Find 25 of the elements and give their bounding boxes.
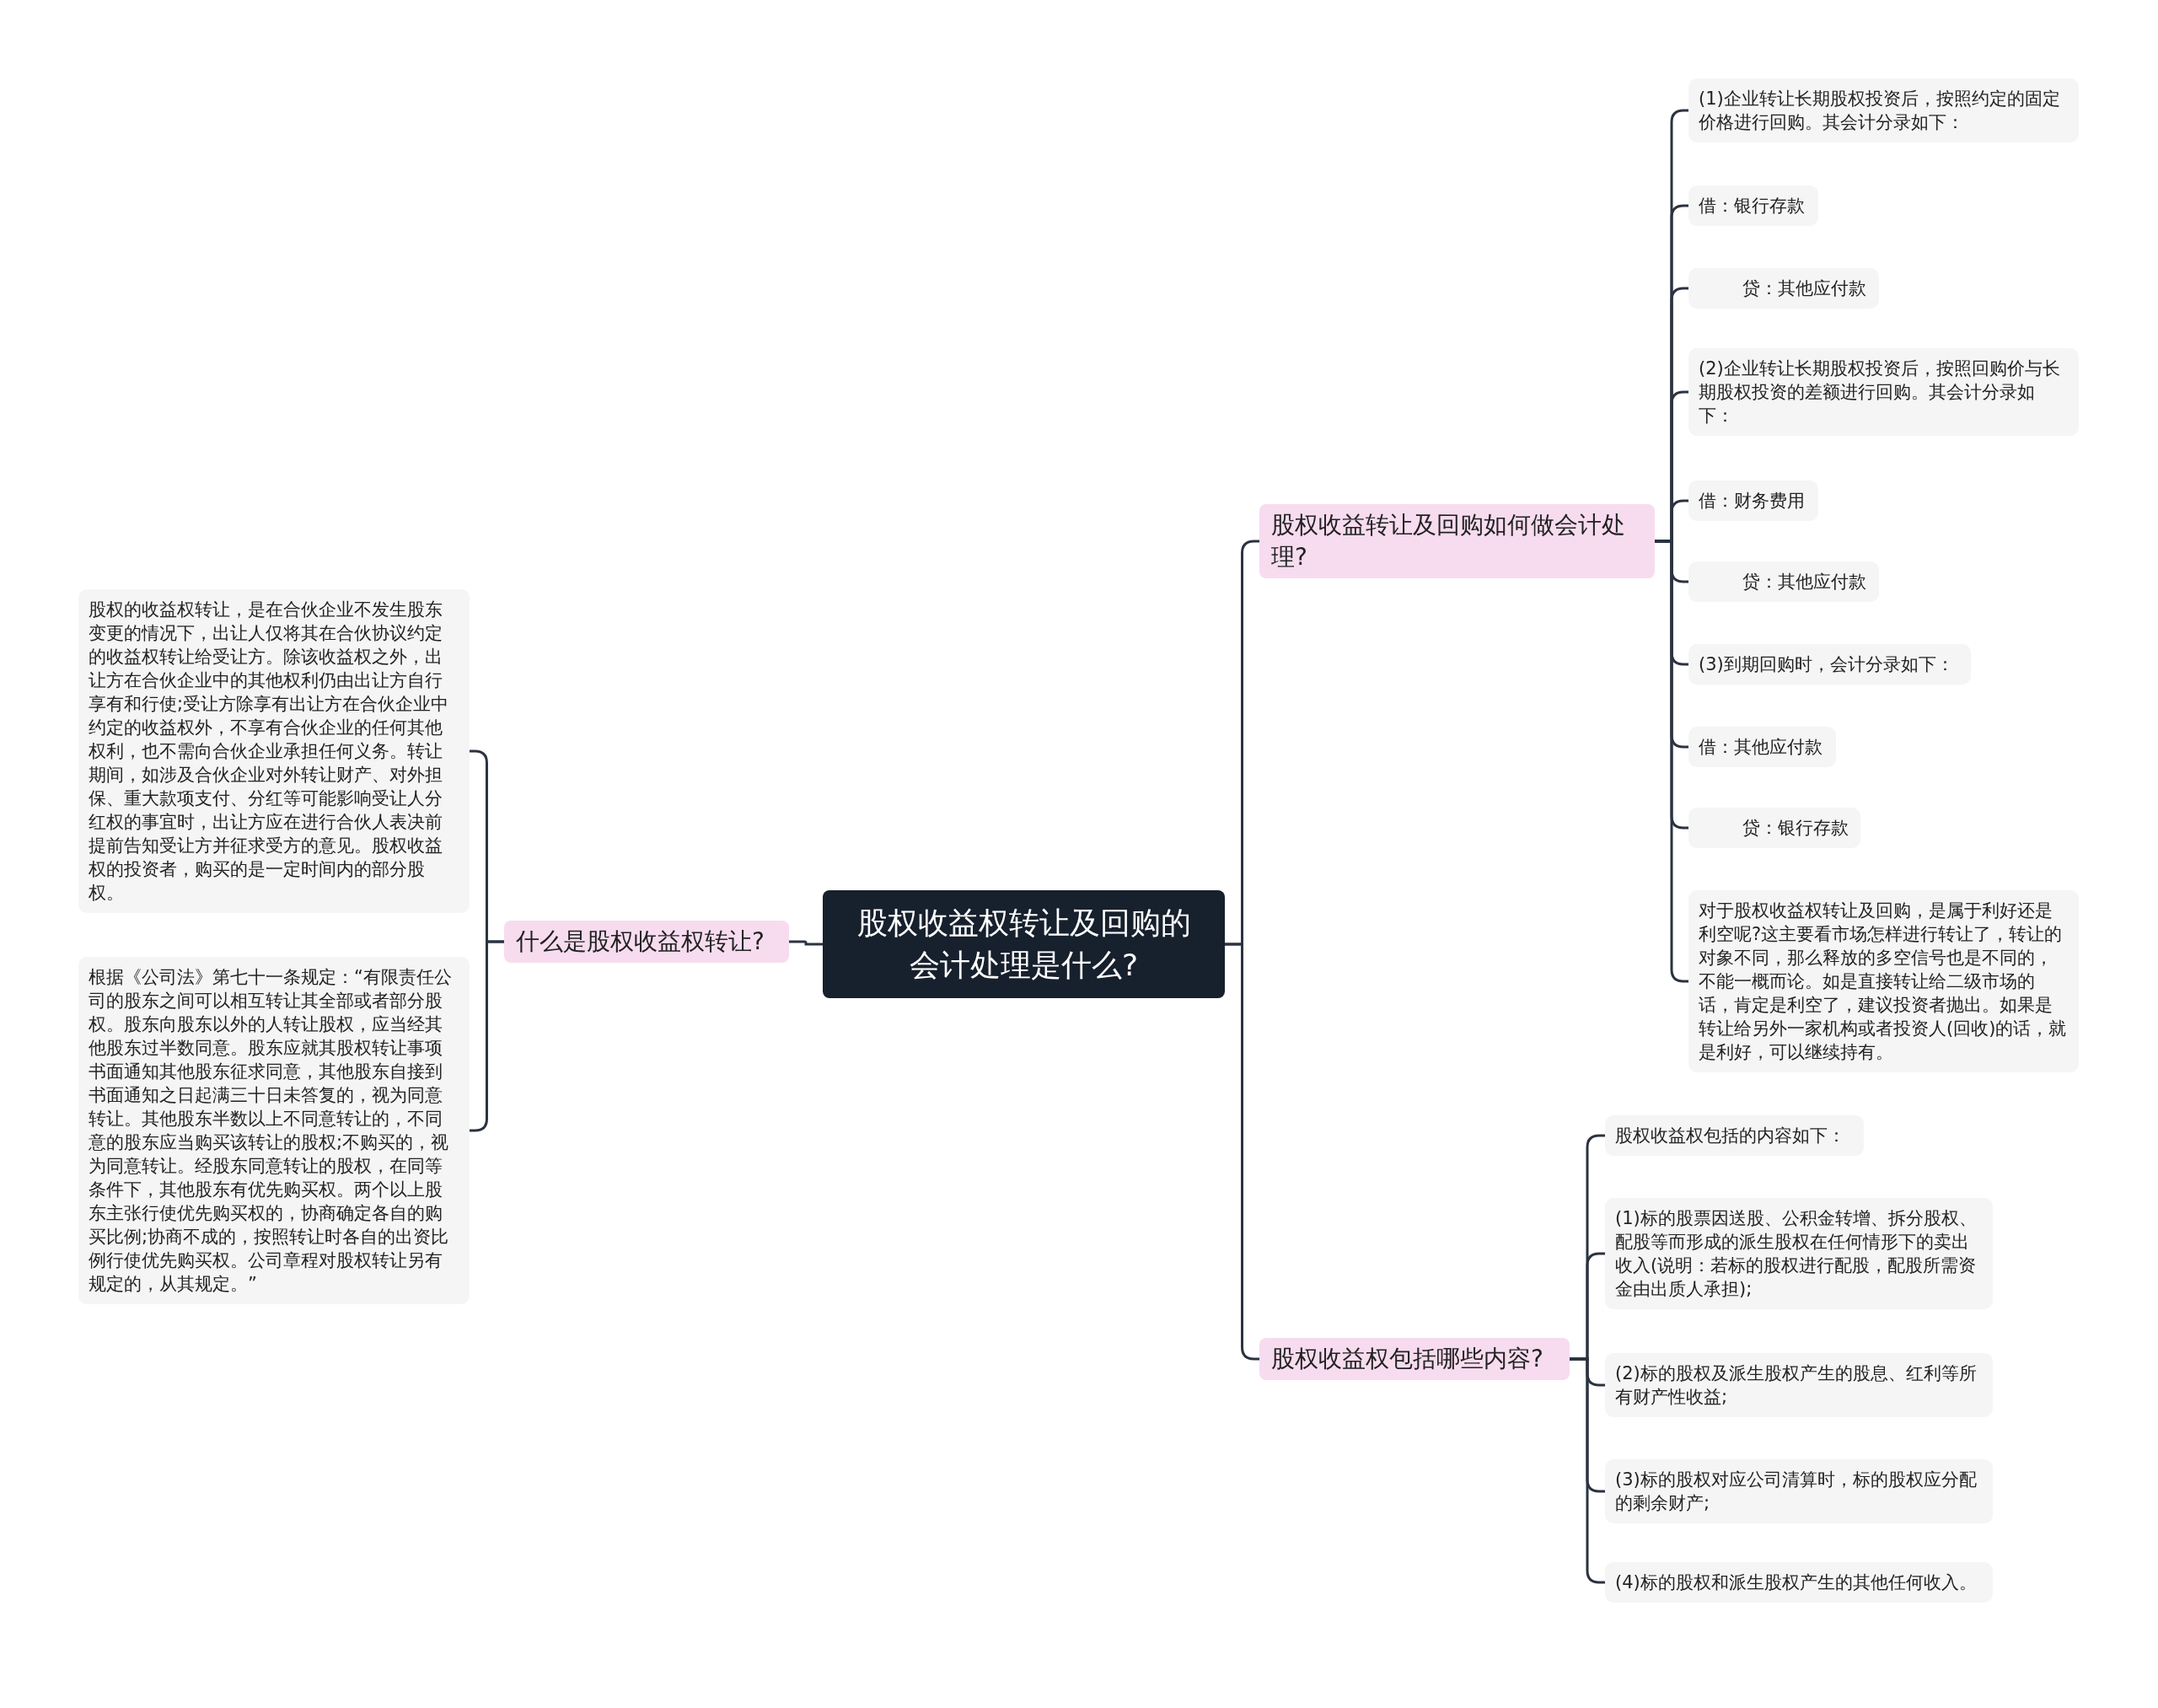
connector xyxy=(789,940,823,946)
subtopic-box: 股权收益权包括哪些内容? xyxy=(1259,1338,1570,1380)
note-box: 借：银行存款 xyxy=(1688,185,1818,226)
note-box: (1)企业转让长期股权投资后，按照约定的固定价格进行回购。其会计分录如下： xyxy=(1688,78,2079,142)
note-box: (2)企业转让长期股权投资后，按照回购价与长期股权投资的差额进行回购。其会计分录如下： xyxy=(1688,348,2079,436)
note-box: 股权的收益权转让，是在合伙企业不发生股东变更的情况下，出让人仅将其在合伙协议约定的收益权转让给受让方。除该收益权之外，出让方在合伙企业中的其他权利仍由出让方自行享有和行使;受让方除享有出让方在合伙企业中约定的收益权外，不享有合伙企业的任何其他权利，也不需向合伙企业承担任何义务。转让期间，如涉及合伙企业对外转让财产、对外担保、重大款项支付、分红等可能影响受让人分红权的事宜时，出让方应在进行合伙人表决前提前告知受让方并征求受方的意见。股权收益权的投资者，购买的是一定时间内的部分股权。 xyxy=(78,589,470,913)
subtopic-box: 股权收益转让及回购如何做会计处理? xyxy=(1259,504,1655,578)
note-box: 贷：银行存款 xyxy=(1688,808,1860,848)
note-box: 借：财务费用 xyxy=(1688,481,1818,521)
subtopic-box: 什么是股权收益权转让? xyxy=(504,921,789,963)
note-box: (1)标的股票因送股、公积金转增、拆分股权、配股等而形成的派生股权在任何情形下的卖出收入(说明：若标的股权进行配股，配股所需资金由出质人承担); xyxy=(1605,1198,1993,1309)
note-box: (4)标的股权和派生股权产生的其他任何收入。 xyxy=(1605,1562,1993,1603)
note-box: (3)标的股权对应公司清算时，标的股权应分配的剩余财产; xyxy=(1605,1459,1993,1523)
note-box: 贷：其他应付款 xyxy=(1688,268,1879,309)
note-box: (3)到期回购时，会计分录如下： xyxy=(1688,644,1971,685)
note-box: 根据《公司法》第七十一条规定：“有限责任公司的股东之间可以相互转让其全部或者部分股权。股东向股东以外的人转让股权，应当经其他股东过半数同意。股东应就其股权转让事项书面通知其他股东征求同意，其他股东自接到书面通知之日起满三十日未答复的，视为同意转让。其他股东半数以上不同意转让的，不同意的股东应当购买该转让的股权;不购买的，视为同意转让。经股东同意转让的股权，在同等条件下，其他股东有优先购买权。两个以上股东主张行使优先购买权的，协商确定各自的购买比例;协商不成的，按照转让时各自的出资比例行使优先购买权。公司章程对股权转让另有规定的，从其规定。” xyxy=(78,957,470,1304)
note-box: (2)标的股权及派生股权产生的股息、红利等所有财产性收益; xyxy=(1605,1353,1993,1417)
connector xyxy=(470,940,504,1132)
note-box: 股权收益权包括的内容如下： xyxy=(1605,1115,1864,1156)
note-box: 贷：其他应付款 xyxy=(1688,561,1879,602)
connector xyxy=(1225,943,1259,1361)
central-topic-box: 股权收益权转让及回购的会计处理是什么? xyxy=(823,890,1225,998)
note-box: 对于股权收益权转让及回购，是属于利好还是利空呢?这主要看市场怎样进行转让了，转让的对象不同，那么释放的多空信号也是不同的，不能一概而论。如是直接转让给二级市场的话，肯定是利空了，建议投资者抛出。如果是转让给另外一家机构或者投资人(回收)的话，就是利好，可以继续持有。 xyxy=(1688,890,2079,1072)
note-box: 借：其他应付款 xyxy=(1688,727,1836,767)
connector xyxy=(1570,1357,1605,1584)
